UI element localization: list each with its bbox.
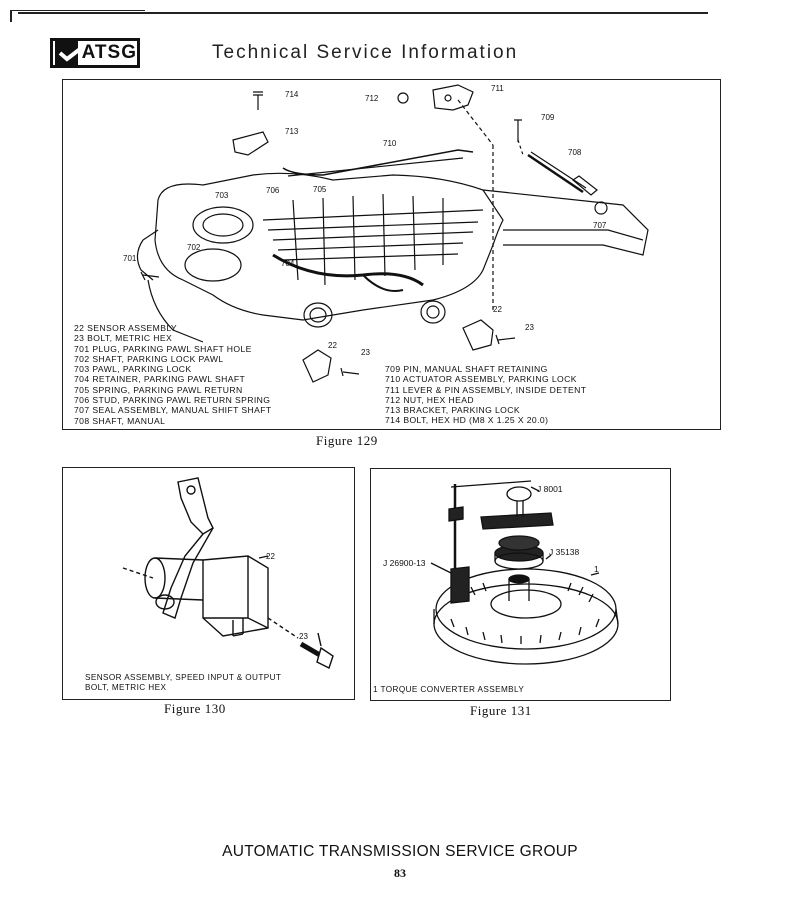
callout-713: 713	[285, 127, 299, 136]
figure-129-caption: Figure 129	[316, 433, 378, 448]
legend-item: 22 SENSOR ASSEMBLY	[74, 323, 178, 333]
figure-129-illustration: 714 713 712 711 709 710 708 707 703 706 …	[123, 84, 649, 383]
callout-j35138: J 35138	[549, 547, 580, 557]
callout-710: 710	[383, 139, 397, 148]
legend-item: BOLT, METRIC HEX	[85, 683, 167, 693]
legend-item: 706 STUD, PARKING PAWL RETURN SPRING	[74, 395, 271, 406]
figure-129-legend-left: 22 SENSOR ASSEMBLY 23 BOLT, METRIC HEX 7…	[74, 323, 272, 426]
page-number: 83	[394, 866, 406, 880]
callout-707: 707	[593, 221, 607, 230]
callout-23-right: 23	[525, 323, 534, 332]
callout-703: 703	[215, 191, 229, 200]
logo-text: ATSG	[81, 42, 137, 63]
callout-701: 701	[123, 254, 137, 263]
figure-131-illustration: J 8001 J 35138 J 26900-13 1	[383, 480, 619, 665]
callout-22: 22	[266, 552, 275, 561]
figure-129-legend-right: 709 PIN, MANUAL SHAFT RETAINING 710 ACTU…	[385, 364, 586, 426]
callout-23: 23	[299, 632, 308, 641]
callout-22-right: 22	[493, 305, 502, 314]
callout-705: 705	[313, 185, 327, 194]
callout-j26900-13: J 26900-13	[383, 558, 426, 568]
legend-item: SENSOR ASSEMBLY, SPEED INPUT & OUTPUT	[85, 673, 282, 682]
figure-129-frame: 714 713 712 711 709 710 708 707 703 706 …	[62, 79, 721, 430]
legend-item: 707 SEAL ASSEMBLY, MANUAL SHIFT SHAFT	[74, 405, 272, 416]
left-tick	[10, 10, 12, 22]
legend-item: 703 PAWL, PARKING LOCK	[74, 364, 192, 375]
callout-1: 1	[594, 564, 599, 574]
legend-item: 710 ACTUATOR ASSEMBLY, PARKING LOCK	[385, 374, 577, 385]
atsg-logo: ATSG	[50, 38, 140, 68]
callout-714: 714	[285, 90, 299, 99]
figure-131-frame: J 8001 J 35138 J 26900-13 1 1 TORQUE CON…	[370, 468, 671, 701]
figure-130-legend: SENSOR ASSEMBLY, SPEED INPUT & OUTPUT BO…	[85, 673, 281, 694]
callout-j8001: J 8001	[537, 484, 563, 494]
legend-item: 704 RETAINER, PARKING PAWL SHAFT	[74, 374, 246, 385]
top-rule	[18, 12, 708, 14]
legend-item: 705 SPRING, PARKING PAWL RETURN	[74, 384, 243, 395]
callout-711: 711	[491, 84, 504, 93]
callout-702: 702	[187, 243, 201, 252]
legend-item: 702 SHAFT, PARKING LOCK PAWL	[74, 353, 224, 364]
legend-item: 714 BOLT, HEX HD (M8 X 1.25 X 20.0)	[385, 415, 549, 426]
legend-item: 1 TORQUE CONVERTER ASSEMBLY	[373, 685, 525, 694]
figure-130-frame: 22 23 SENSOR ASSEMBLY, SPEED INPUT & OUT…	[62, 467, 355, 700]
figure-130-illustration: 22 23	[122, 477, 334, 669]
callout-23-lower: 23	[361, 348, 370, 357]
legend-item: 713 BRACKET, PARKING LOCK	[385, 405, 520, 416]
legend-item: 708 SHAFT, MANUAL	[74, 415, 166, 426]
figure-131-caption: Figure 131	[470, 703, 532, 718]
legend-item: 709 PIN, MANUAL SHAFT RETAINING	[385, 364, 548, 374]
footer-org: AUTOMATIC TRANSMISSION SERVICE GROUP	[222, 843, 578, 860]
figure-129-callouts: 714 713 712 711 709 710 708 707 703 706 …	[123, 84, 607, 357]
figure-130-caption: Figure 130	[164, 701, 226, 716]
checkmark-icon	[55, 41, 86, 65]
figure-131-legend: 1 TORQUE CONVERTER ASSEMBLY	[373, 685, 524, 695]
legend-item: 23 BOLT, METRIC HEX	[74, 333, 173, 344]
top-rule-short	[10, 10, 145, 11]
page-title: Technical Service Information	[212, 42, 519, 63]
callout-708: 708	[568, 148, 582, 157]
callout-704: 704	[281, 259, 295, 268]
legend-item: 711 LEVER & PIN ASSEMBLY, INSIDE DETENT	[385, 384, 587, 395]
legend-item: 701 PLUG, PARKING PAWL SHAFT HOLE	[74, 343, 252, 354]
callout-706: 706	[266, 186, 280, 195]
callout-22-lower: 22	[328, 341, 337, 350]
legend-item: 712 NUT, HEX HEAD	[385, 394, 474, 405]
callout-712: 712	[365, 94, 379, 103]
callout-709: 709	[541, 113, 555, 122]
